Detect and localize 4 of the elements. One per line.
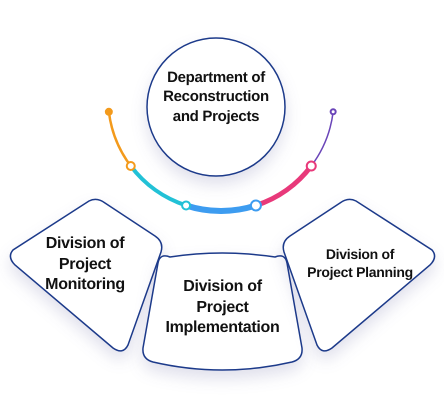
node-title: Division of Project Implementation — [164, 276, 281, 338]
node-title: Department of Reconstruction and Projects — [162, 68, 270, 126]
node-title: Division of Project Monitoring — [44, 234, 126, 296]
node-title: Division of Project Planning — [306, 244, 414, 282]
